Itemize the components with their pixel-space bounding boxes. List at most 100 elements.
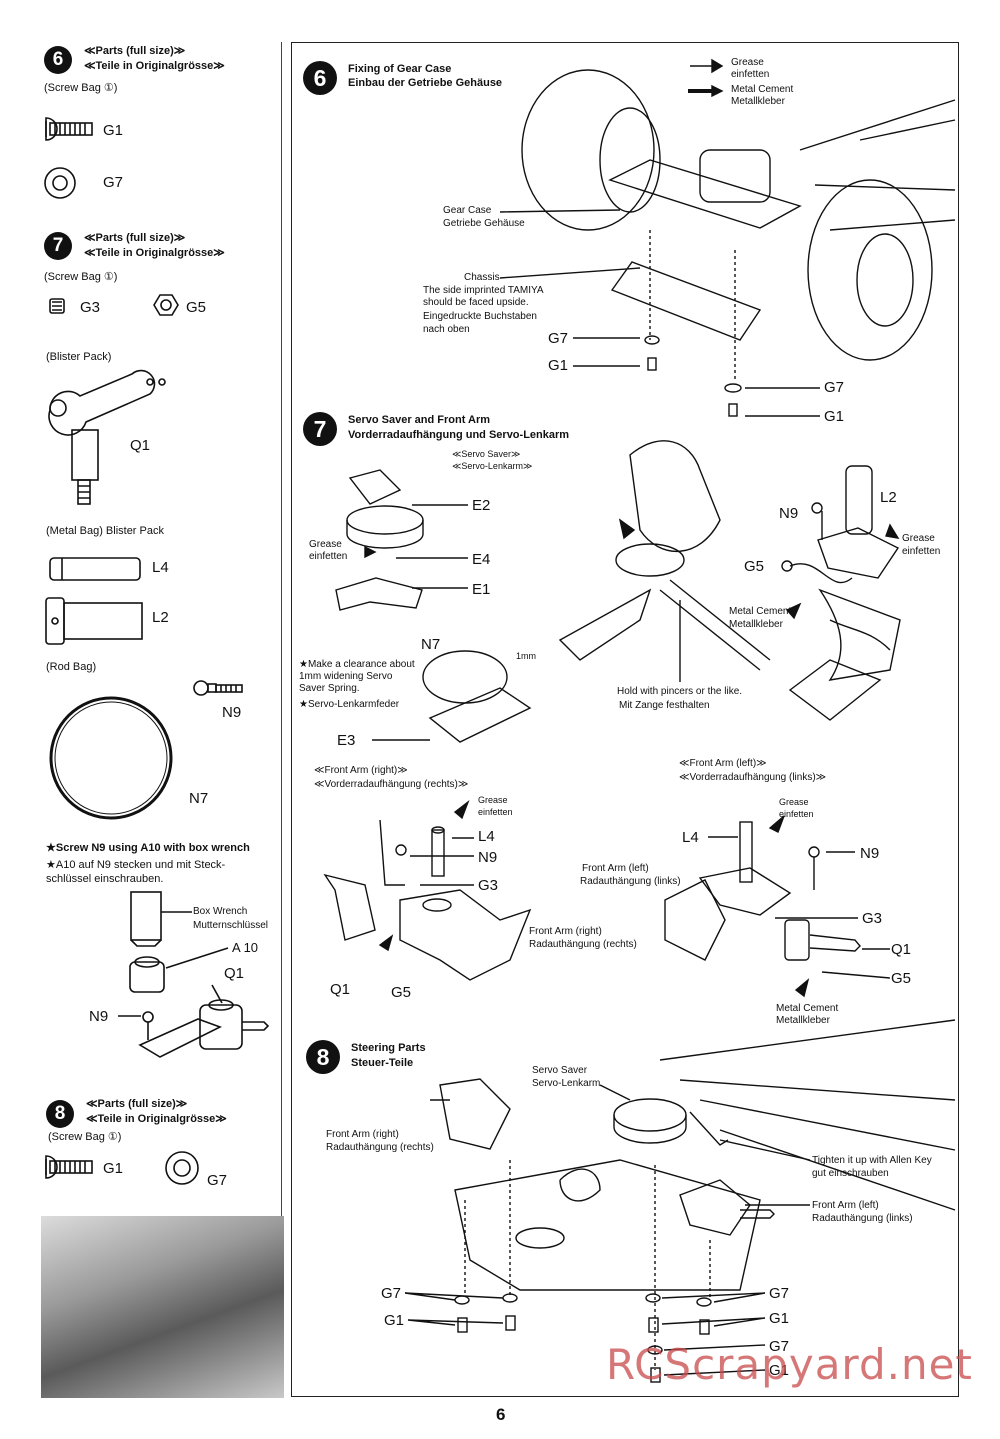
- cement-legend: Metal Cement: [731, 84, 794, 95]
- box-wrench-icon: [130, 891, 192, 947]
- g7-callout: G7: [824, 379, 845, 396]
- note-de-1: ★A10 auf N9 stecken und mit Steck-: [46, 859, 226, 871]
- front-arm-right-drawing: [323, 799, 532, 981]
- pin-l2-icon: [45, 597, 143, 645]
- part-l4-label: L4: [152, 559, 169, 576]
- parts-heading: ≪Parts (full size)≫: [84, 45, 186, 57]
- note-de-2: schlüssel einschrauben.: [46, 873, 164, 885]
- e1-callout: E1: [472, 581, 491, 598]
- part-g1-label: G1: [103, 1160, 124, 1177]
- box-wrench-label-de: Mutternschlüssel: [193, 920, 269, 931]
- front-arm-left-heading-de: ≪Vorderradaufhängung (links)≫: [679, 772, 827, 783]
- chassis-note-4: nach oben: [423, 324, 470, 335]
- page-number: 6: [496, 1405, 506, 1424]
- gear-case-label-de: Getriebe Gehäuse: [443, 218, 525, 229]
- box-wrench-label: Box Wrench: [193, 906, 248, 917]
- clearance-dimension: 1mm: [516, 651, 536, 661]
- screw-bag-label: (Screw Bag ①): [44, 271, 118, 283]
- pincers-note-de: Mit Zange festhalten: [619, 700, 710, 711]
- step-8-badge: 8: [46, 1100, 74, 1128]
- front-arm-left-label-de: Radauthängung (links): [580, 876, 681, 887]
- step-7-badge: 7: [303, 412, 337, 446]
- parts-heading-de: ≪Teile in Originalgrösse≫: [84, 247, 225, 259]
- knuckle-assembly-icon: [118, 984, 270, 1058]
- servo-saver-drawing: [335, 469, 532, 743]
- cement-note-de: Metallkleber: [776, 1015, 830, 1026]
- pin-l4-icon: [49, 557, 141, 581]
- clearance-note-3: Saver Spring.: [299, 683, 360, 694]
- g7-callout: G7: [381, 1285, 402, 1302]
- gear-case-label: Gear Case: [443, 205, 492, 216]
- screw-bag-label: (Screw Bag ①): [48, 1131, 122, 1143]
- e2-callout: E2: [472, 497, 491, 514]
- step-8-title: Steering Parts: [351, 1042, 426, 1054]
- grease-note-de: einfetten: [309, 551, 348, 562]
- n9-callout: N9: [860, 845, 880, 862]
- a10-label: A 10: [232, 940, 259, 955]
- servo-saver-label-de: Servo-Lenkarm: [532, 1078, 601, 1089]
- screw-g1-icon: [45, 117, 93, 141]
- grease-note: Grease: [478, 795, 508, 805]
- cement-note-de: Metallkleber: [729, 619, 783, 630]
- front-arm-right-heading: ≪Front Arm (right)≫: [314, 765, 408, 776]
- ball-stud-n9-icon: [193, 680, 243, 696]
- l4-callout: L4: [478, 828, 495, 845]
- servo-saver-heading-de: ≪Servo-Lenkarm≫: [452, 461, 533, 471]
- front-arm-left-label: Front Arm (left): [582, 863, 649, 874]
- step-6-badge: 6: [303, 61, 337, 95]
- grease-legend-de: einfetten: [731, 69, 770, 80]
- front-knuckle-drawing: [781, 465, 901, 721]
- step-6-title-de: Einbau der Getriebe Gehäuse: [348, 77, 503, 89]
- hex-nut-g5-icon: [153, 294, 179, 316]
- step-8-badge: 8: [306, 1040, 340, 1074]
- step-8-title-de: Steuer-Teile: [351, 1057, 414, 1069]
- rod-bag-label: (Rod Bag): [46, 661, 97, 673]
- clearance-note-2: 1mm widening Servo: [299, 671, 393, 682]
- part-g5-label: G5: [186, 299, 207, 316]
- parts-heading-de: ≪Teile in Originalgrösse≫: [86, 1113, 227, 1125]
- note-en: ★Screw N9 using A10 with box wrench: [46, 842, 250, 854]
- cement-note: Metal Cement: [729, 606, 792, 617]
- servo-saver-heading: ≪Servo Saver≫: [452, 449, 521, 459]
- g1-callout: G1: [548, 357, 569, 374]
- steering-chassis-drawing: [404, 1019, 956, 1383]
- washer-g7-icon: [165, 1151, 199, 1185]
- g7-callout: G7: [769, 1338, 790, 1355]
- grease-note: Grease: [779, 797, 809, 807]
- l4-callout: L4: [682, 829, 699, 846]
- cement-legend-de: Metallkleber: [731, 96, 785, 107]
- e4-callout: E4: [472, 551, 491, 568]
- front-arm-left-label-de: Radauthängung (links): [812, 1213, 913, 1224]
- assembly-photo: [41, 1216, 284, 1398]
- screw-g1-icon: [45, 1155, 93, 1179]
- g1-callout: G1: [824, 408, 845, 425]
- e3-callout: E3: [337, 732, 356, 749]
- front-arm-left-heading: ≪Front Arm (left)≫: [679, 758, 767, 769]
- pincers-drawing: [558, 440, 771, 682]
- knuckle-q1-icon: [48, 369, 166, 505]
- step-7-title: Servo Saver and Front Arm: [348, 414, 491, 426]
- step-7-title-de: Vorderradaufhängung und Servo-Lenkarm: [348, 429, 570, 441]
- q1-assembly-label: Q1: [224, 965, 245, 982]
- washer-g7-icon: [44, 167, 76, 199]
- grease-note-de: einfetten: [478, 807, 513, 817]
- part-q1-label: Q1: [130, 437, 151, 454]
- n9-callout: N9: [478, 849, 498, 866]
- grease-note-de: einfetten: [779, 809, 814, 819]
- front-arm-right-label: Front Arm (right): [326, 1129, 399, 1140]
- front-arm-left-label: Front Arm (left): [812, 1200, 879, 1211]
- grease-note: Grease: [902, 533, 935, 544]
- step-6-title: Fixing of Gear Case: [348, 63, 452, 75]
- part-g1-label: G1: [103, 122, 124, 139]
- grease-note: Grease: [309, 539, 342, 550]
- a10-tool-icon: [129, 947, 229, 993]
- front-arm-left-drawing: [664, 815, 891, 998]
- main-assembly-drawings: [323, 58, 956, 1383]
- g5-callout: G5: [391, 984, 412, 1001]
- parts-heading: ≪Parts (full size)≫: [86, 1098, 188, 1110]
- parts-heading-de: ≪Teile in Originalgrösse≫: [84, 60, 225, 72]
- part-g7-label: G7: [103, 174, 124, 191]
- pincers-note: Hold with pincers or the like.: [617, 686, 743, 697]
- front-arm-right-label-de: Radauthängung (rechts): [326, 1142, 434, 1153]
- spring-ring-n7-icon: [49, 696, 173, 820]
